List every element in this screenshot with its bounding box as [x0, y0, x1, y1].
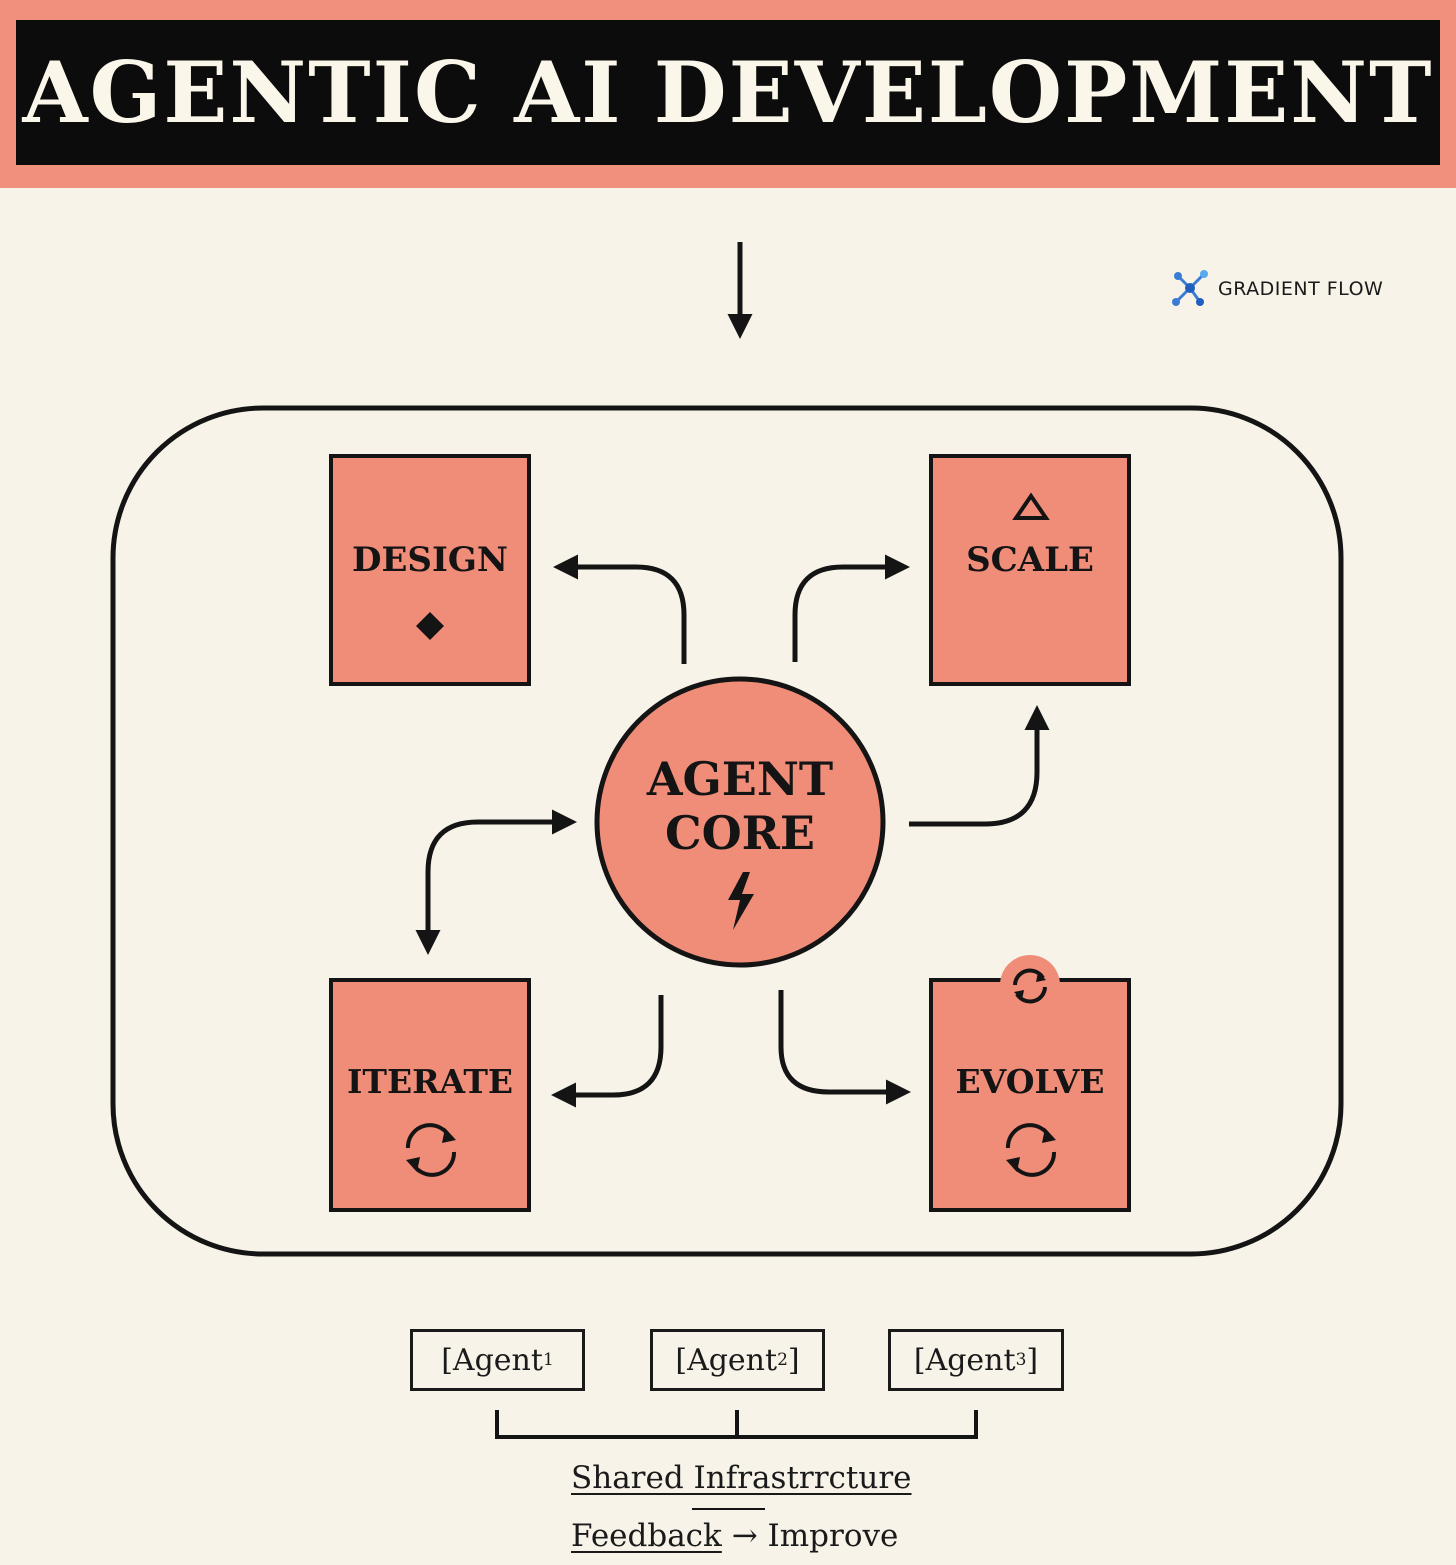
shared-infrastructure-label: Shared Infrastrrcture [571, 1460, 912, 1496]
evolve-label: EVOLVE [955, 1062, 1105, 1101]
arrow-right-icon: → [731, 1518, 758, 1554]
agent-1-index: 1 [542, 1350, 554, 1370]
feedback-label: Feedback [571, 1518, 722, 1554]
arrow-to-scale [792, 554, 910, 662]
agent-3-close: ] [1026, 1342, 1039, 1378]
iterate-box [329, 978, 531, 1212]
brand-name: GRADIENT FLOW [1218, 278, 1384, 300]
title-banner: AGENTIC AI DEVELOPMENT [0, 0, 1456, 188]
agent-2-close: ] [787, 1342, 800, 1378]
improve-label: Improve [767, 1518, 899, 1554]
agent-2-index: 2 [777, 1350, 788, 1370]
triangle-icon [1012, 492, 1050, 520]
agent-core-line1: AGENT [646, 752, 834, 806]
scale-label: SCALE [966, 540, 1094, 580]
evolve-box [929, 978, 1131, 1212]
brand-logo: GRADIENT FLOW [1170, 268, 1383, 310]
arrow-to-evolve [778, 990, 911, 1105]
network-nodes-icon [1172, 270, 1208, 306]
iterate-label: ITERATE [346, 1062, 514, 1101]
lightning-bolt-icon [728, 872, 754, 930]
arrow-iterate-core [415, 809, 577, 955]
agent-2-label: [Agent [675, 1342, 778, 1378]
evolve-badge [1000, 955, 1060, 1015]
agent-bracket [495, 1410, 978, 1439]
arrow-core-to-scale-bottom [909, 705, 1050, 827]
design-box [329, 454, 531, 686]
arrow-to-iterate [551, 995, 664, 1108]
arrow-to-design [553, 554, 687, 664]
agent-3-label: [Agent [913, 1342, 1016, 1378]
outer-container [110, 405, 1344, 1257]
agent-3-index: 3 [1015, 1350, 1027, 1370]
design-label: DESIGN [352, 540, 508, 580]
agent-core-line2: CORE [665, 806, 815, 860]
diamond-icon [416, 612, 444, 640]
feedback-line: Feedback → Improve [571, 1518, 898, 1554]
agent-core-circle [594, 676, 886, 968]
agent-1-label: [Agent [441, 1342, 543, 1378]
page-title: AGENTIC AI DEVELOPMENT [16, 20, 1440, 165]
